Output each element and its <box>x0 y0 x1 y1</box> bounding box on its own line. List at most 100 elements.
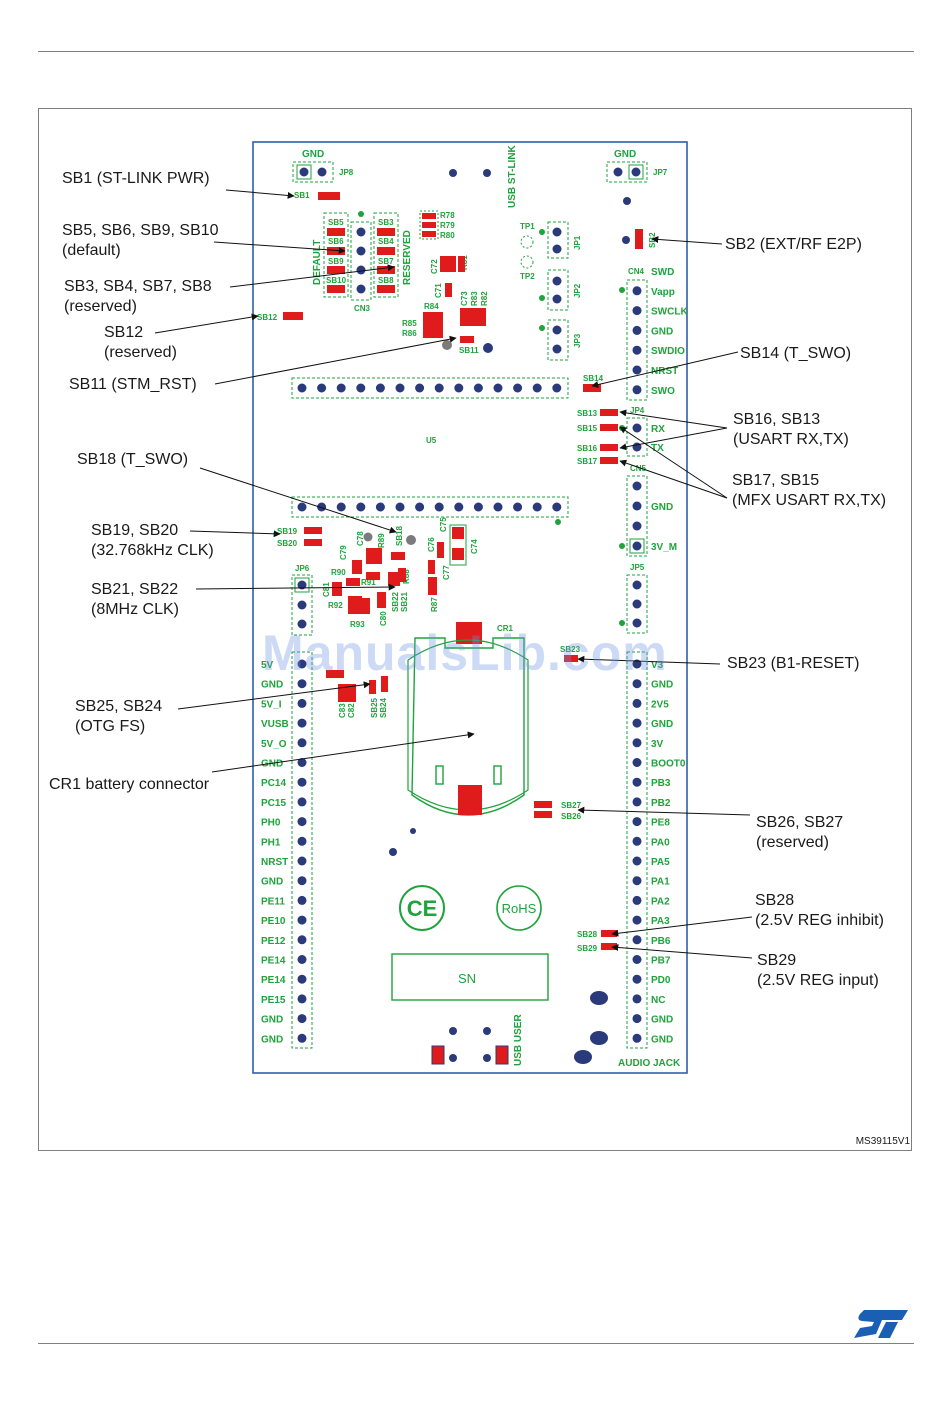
gnd-label-right: GND <box>614 149 636 160</box>
sb19-label: SB19 <box>277 527 298 536</box>
jp4-label: JP4 <box>630 406 645 415</box>
r80-part <box>422 231 436 237</box>
callout-sb18: SB18 (T_SWO) <box>77 451 188 468</box>
left-pin-label: GND <box>261 1034 283 1045</box>
cn3-pin-3 <box>356 265 366 275</box>
left-pin-label: PE14 <box>261 956 286 967</box>
sb1-label: SB1 <box>294 191 310 200</box>
right-pin-label: PD0 <box>651 975 671 986</box>
left-header-pin <box>297 935 307 945</box>
u5-bottom-pin <box>375 502 385 512</box>
tp1-pad <box>520 235 534 249</box>
u5-bottom-pin <box>532 502 542 512</box>
c81-part <box>332 582 342 596</box>
c-part-left <box>326 670 344 678</box>
cr1-top-tab <box>456 622 482 644</box>
jp2-header <box>547 269 569 311</box>
right-pins: V3GND2V5GND3VBOOT0PB3PB2PE8PA0PA5PA1PA2P… <box>632 659 686 1045</box>
audio-jack-pad-3 <box>574 1050 592 1064</box>
right-pin-label: PA5 <box>651 857 670 868</box>
c75-outline <box>449 524 467 566</box>
callout-cr1: CR1 battery connector <box>49 776 210 793</box>
usb-user-red-1 <box>431 1045 445 1065</box>
r91-part <box>366 572 380 580</box>
callout-sb5-sb6-sb9-sb10: SB5, SB6, SB9, SB10(default) <box>62 222 219 259</box>
right-pin-label: GND <box>651 1015 673 1026</box>
jp3-pin-2 <box>552 344 562 354</box>
leader-sb2 <box>651 235 723 245</box>
right-pin-label: 2V5 <box>651 699 669 710</box>
r79-part <box>422 222 436 228</box>
u5-bottom-pin <box>493 502 503 512</box>
cn5-pin-2 <box>632 501 642 511</box>
via-top-right <box>623 197 631 205</box>
sb17-label: SB17 <box>577 457 598 466</box>
cn4-marker <box>619 287 625 293</box>
callout-sb19-sb20: SB19, SB20(32.768kHz CLK) <box>91 522 214 559</box>
sb14-label: SB14 <box>583 374 604 383</box>
c78-part <box>366 548 382 564</box>
cn5-header <box>626 475 648 557</box>
r93-label: R93 <box>350 620 365 629</box>
c77-part <box>428 560 435 574</box>
u5-top-pins <box>297 383 562 393</box>
right-header-pin <box>632 698 642 708</box>
jp5-label: JP5 <box>630 563 645 572</box>
c83-label: C83 <box>338 703 347 718</box>
right-pin-label: PB7 <box>651 956 671 967</box>
jp8-pin-2-pad <box>317 167 327 177</box>
left-pin-label: PC15 <box>261 798 286 809</box>
leader-sb11 <box>214 335 457 385</box>
right-pin-label: GND <box>651 719 673 730</box>
right-header-pin <box>632 935 642 945</box>
left-header-pin <box>297 758 307 767</box>
u5-bottom-pin <box>552 502 562 512</box>
left-pin-label: PE10 <box>261 916 286 927</box>
right-pin-label: V3 <box>651 660 664 671</box>
audio-jack-pad-2 <box>590 1031 608 1045</box>
sb29-bridge <box>601 943 617 950</box>
c76-part <box>437 542 444 558</box>
cn4-pin-label: SWO <box>651 386 675 397</box>
right-pin-label: PA0 <box>651 837 670 848</box>
right-header-pin <box>632 856 642 866</box>
cn-right-header <box>626 651 648 1049</box>
sb16-label: SB16 <box>577 444 598 453</box>
cn4-pin-label: SWCLK <box>651 307 688 318</box>
sb28-bridge <box>601 930 617 937</box>
leader-sb26-sb27 <box>577 806 751 816</box>
leader-sb1 <box>225 189 295 199</box>
right-pin-label: PE8 <box>651 818 670 829</box>
callout-sb28: SB28(2.5V REG inhibit) <box>755 892 884 929</box>
jp4-header <box>626 417 648 457</box>
left-header-pin <box>297 974 307 984</box>
cr1-holder-inner <box>407 639 529 811</box>
r79-label: R79 <box>440 221 455 230</box>
leader-sb28 <box>611 916 753 937</box>
jp3-label: JP3 <box>573 333 582 348</box>
jp2-pin-2 <box>552 294 562 304</box>
cn3-label: CN3 <box>354 304 371 313</box>
left-pin-label: GND <box>261 877 283 888</box>
usb-user-label: USB USER <box>513 1014 524 1066</box>
right-header-pin <box>632 659 642 669</box>
left-header-pin <box>297 895 307 905</box>
right-header-pin <box>632 718 642 728</box>
via-left-mid <box>389 848 397 856</box>
u5-top-pin <box>415 383 425 393</box>
sb15-bridge <box>600 424 618 431</box>
u5-label: U5 <box>426 436 437 445</box>
r89-pad <box>363 532 373 542</box>
u5-bottom-pins <box>297 502 562 512</box>
left-pin-label: GND <box>261 680 283 691</box>
usb-user-pad-3 <box>449 1054 457 1062</box>
u5-top-pin <box>473 383 483 393</box>
cn4-pin-label: Vapp <box>651 287 675 298</box>
left-pin-label: PH1 <box>261 837 281 848</box>
sb10-label: SB10 <box>326 276 347 285</box>
sb25-label: SB25 <box>370 697 379 718</box>
left-header-pin <box>297 915 307 925</box>
jp4-pin-rx <box>632 423 642 433</box>
jp6-header <box>291 574 313 636</box>
watermark: ManualsLib.com <box>262 625 668 681</box>
